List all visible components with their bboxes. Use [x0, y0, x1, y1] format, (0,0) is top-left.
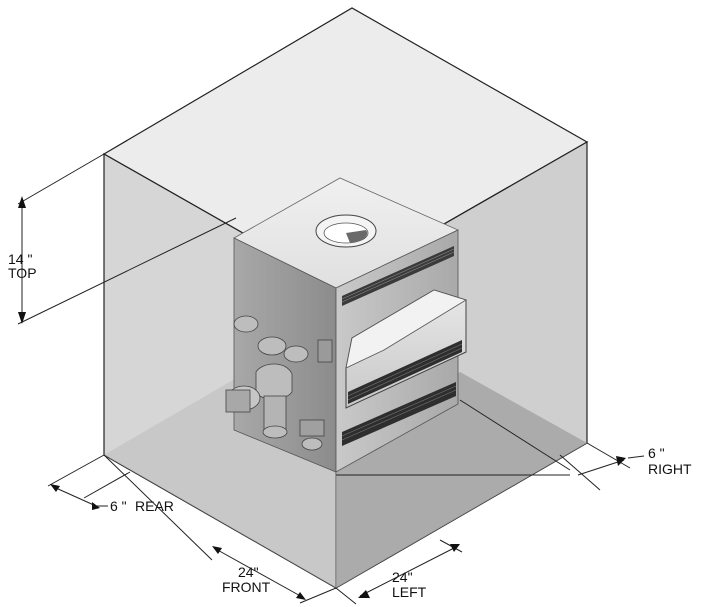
left-dimension-label: LEFT	[392, 584, 427, 600]
left-dimension-value: 24"	[392, 569, 413, 585]
dimension-rear: 6 " REAR	[47, 454, 174, 514]
upper-grille	[342, 246, 454, 306]
front-dimension-value: 24"	[238, 564, 259, 580]
rear-dimension-value: 6 "	[110, 498, 127, 514]
top-dimension-label: TOP	[8, 265, 37, 281]
right-dimension-value: 6 "	[648, 445, 665, 461]
middle-grille	[348, 340, 462, 404]
dimension-left: 24" LEFT	[335, 539, 463, 605]
dimension-front: 24" FRONT	[103, 454, 337, 604]
floor-line-right	[459, 399, 571, 471]
top-dimension-value: 14 "	[8, 251, 32, 267]
dimension-top: 14 " TOP	[8, 153, 237, 325]
plumbing	[225, 315, 333, 451]
boiler-unit	[225, 177, 467, 473]
dimension-right: 6 " RIGHT	[559, 442, 692, 491]
right-dimension-label: RIGHT	[648, 461, 692, 477]
lower-grille	[342, 382, 456, 446]
rear-dimension-label: REAR	[135, 498, 174, 514]
front-dimension-label: FRONT	[222, 579, 271, 595]
